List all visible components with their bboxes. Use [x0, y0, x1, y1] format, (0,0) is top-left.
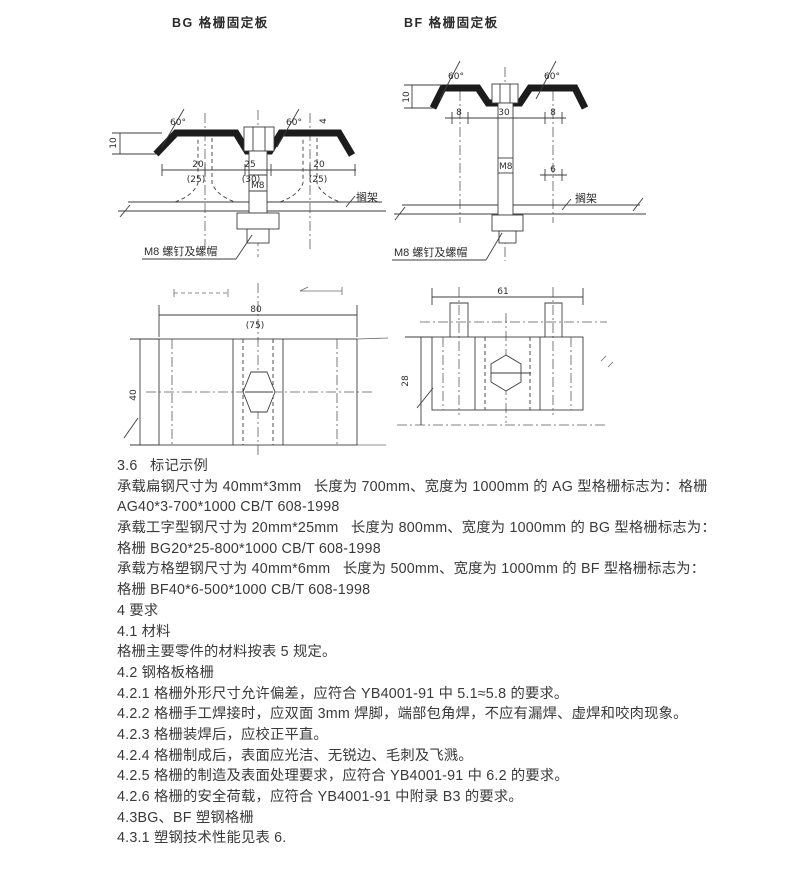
tab-outline	[449, 302, 469, 337]
bearing-bar-outline	[316, 138, 341, 203]
text-line: 格栅 BG20*25-800*1000 CB/T 608-1998	[117, 540, 381, 557]
leader-line	[235, 234, 253, 260]
dim-label-width: 30	[498, 108, 510, 118]
dim-label-width: 61	[497, 287, 508, 297]
fastener-note: M8 螺钉及螺帽	[144, 245, 217, 258]
dim-label-span: 25	[244, 160, 255, 170]
bf-plan-drawing: 61 28	[397, 287, 614, 426]
dim-label-height: 40	[129, 389, 139, 401]
dim-label-span-alt: (25)	[309, 175, 327, 185]
break-tick	[632, 197, 644, 212]
bearing-bar-outline	[279, 138, 304, 203]
section-heading: 4.2 钢格板格栅	[117, 664, 215, 681]
dim-label-height: 10	[402, 91, 412, 103]
plate-outline	[431, 336, 584, 411]
tab-outline	[544, 302, 563, 337]
angle-leader	[439, 60, 461, 100]
section-heading: 4 要求	[117, 602, 159, 619]
extension-line	[356, 337, 389, 340]
bearing-bar-outline	[211, 138, 236, 203]
body-text: 3.6 标记示例 承载扁钢尺寸为 40mm*3mm 长度为 700mm、宽度为 …	[117, 456, 737, 849]
bolt-end	[246, 228, 270, 244]
bolt-head	[491, 83, 519, 104]
bolt-head	[243, 126, 275, 152]
dim-label-angle: 60°	[286, 118, 302, 128]
dim-label-span: 20	[192, 160, 204, 170]
angle-leader	[276, 108, 300, 148]
nut	[236, 212, 280, 230]
section-heading: 3.6 标记示例	[117, 458, 208, 474]
section-heading: 4.1 材料	[117, 623, 171, 640]
dim-label-thickness: 4	[319, 118, 329, 124]
bolt-size-label: M8	[251, 181, 265, 191]
text-line: 格栅 BF40*6-500*1000 CB/T 608-1998	[117, 582, 371, 599]
break-tick	[119, 204, 131, 218]
stray-mark	[607, 361, 614, 368]
bf-section-drawing: M8 10 8 30 8 6 60° 60° 搁架 M8 螺钉及螺帽	[392, 60, 646, 261]
break-tick	[123, 417, 139, 439]
text-line: 4.2.3 格栅装焊后，应校正平直。	[117, 726, 328, 743]
text-line: 4.2.2 格栅手工焊接时，应双面 3mm 焊脚，端部包角焊，不应有漏焊、虚焊和…	[117, 706, 688, 723]
dim-label-span-alt: (30)	[242, 175, 260, 185]
leader-tick	[345, 195, 356, 208]
dim-label-height: 10	[109, 137, 119, 149]
bearing-bar-outline	[174, 138, 199, 203]
stray-mark	[600, 355, 607, 362]
dim-label-offset: 8	[550, 108, 556, 118]
text-line: 4.3.1 塑钢技术性能见表 6.	[117, 830, 287, 847]
figure-title-bg: BG 格栅固定板	[172, 16, 269, 30]
angle-leader	[535, 60, 557, 100]
text-line: 4.2.6 格栅的安全荷载，应符合 YB4001-91 中附录 B3 的要求。	[117, 789, 523, 805]
dim-label-gap: 6	[550, 165, 556, 175]
figure-title-bf: BF 格栅固定板	[404, 16, 499, 30]
dim-label-width-alt: (75)	[246, 321, 264, 331]
angle-leader	[161, 108, 185, 148]
fastener-note: M8 螺钉及螺帽	[394, 246, 467, 259]
dim-label-angle: 60°	[544, 72, 560, 82]
bolt-size-label: M8	[499, 162, 513, 172]
bg-plan-drawing: 80 (75) 40	[123, 283, 389, 457]
plate-outline	[158, 338, 358, 446]
leader-tick	[561, 198, 572, 211]
nut	[491, 214, 524, 232]
dim-label-offset: 8	[456, 108, 462, 118]
dim-label-width: 80	[250, 305, 262, 315]
reference-tick	[299, 286, 309, 292]
text-line: 格栅主要零件的材料按表 5 规定。	[117, 644, 337, 661]
text-line: 承载方格塑钢尺寸为 40mm*6mm 长度为 500mm、宽度为 1000mm …	[117, 561, 706, 578]
dim-label-angle: 60°	[170, 118, 186, 128]
text-line: 4.2.5 格栅的制造及表面处理要求，应符合 YB4001-91 中 6.2 的…	[117, 768, 569, 785]
dim-label-span-alt: (25)	[187, 175, 205, 185]
shelf-label: 搁架	[575, 191, 597, 205]
bolt-shaft	[497, 102, 514, 216]
break-tick	[416, 387, 434, 409]
shelf-label: 搁架	[356, 190, 378, 204]
text-line: 承载工字型钢尺寸为 20mm*25mm 长度为 800mm、宽度为 1000mm…	[117, 520, 716, 537]
text-line: AG40*3-700*1000 CB/T 608-1998	[117, 499, 340, 516]
break-tick	[394, 206, 406, 221]
section-heading: 4.3BG、BF 塑钢格栅	[117, 809, 254, 826]
bolt-end	[498, 230, 517, 244]
bg-section-drawing: 10 60° 60° 4 20 (25) 25 (30) 20 (25) M8 …	[109, 108, 386, 260]
leader-line	[485, 232, 503, 261]
dim-label-span: 20	[313, 160, 325, 170]
dim-label-height: 28	[401, 375, 411, 387]
dim-label-angle: 60°	[448, 72, 464, 82]
text-line: 4.2.4 格栅制成后，表面应光洁、无锐边、毛刺及飞溅。	[117, 747, 473, 764]
text-line: 承载扁钢尺寸为 40mm*3mm 长度为 700mm、宽度为 1000mm 的 …	[117, 478, 708, 495]
text-line: 4.2.1 格栅外形尺寸允许偏差，应符合 YB4001-91 中 5.1≈5.8…	[117, 685, 569, 702]
